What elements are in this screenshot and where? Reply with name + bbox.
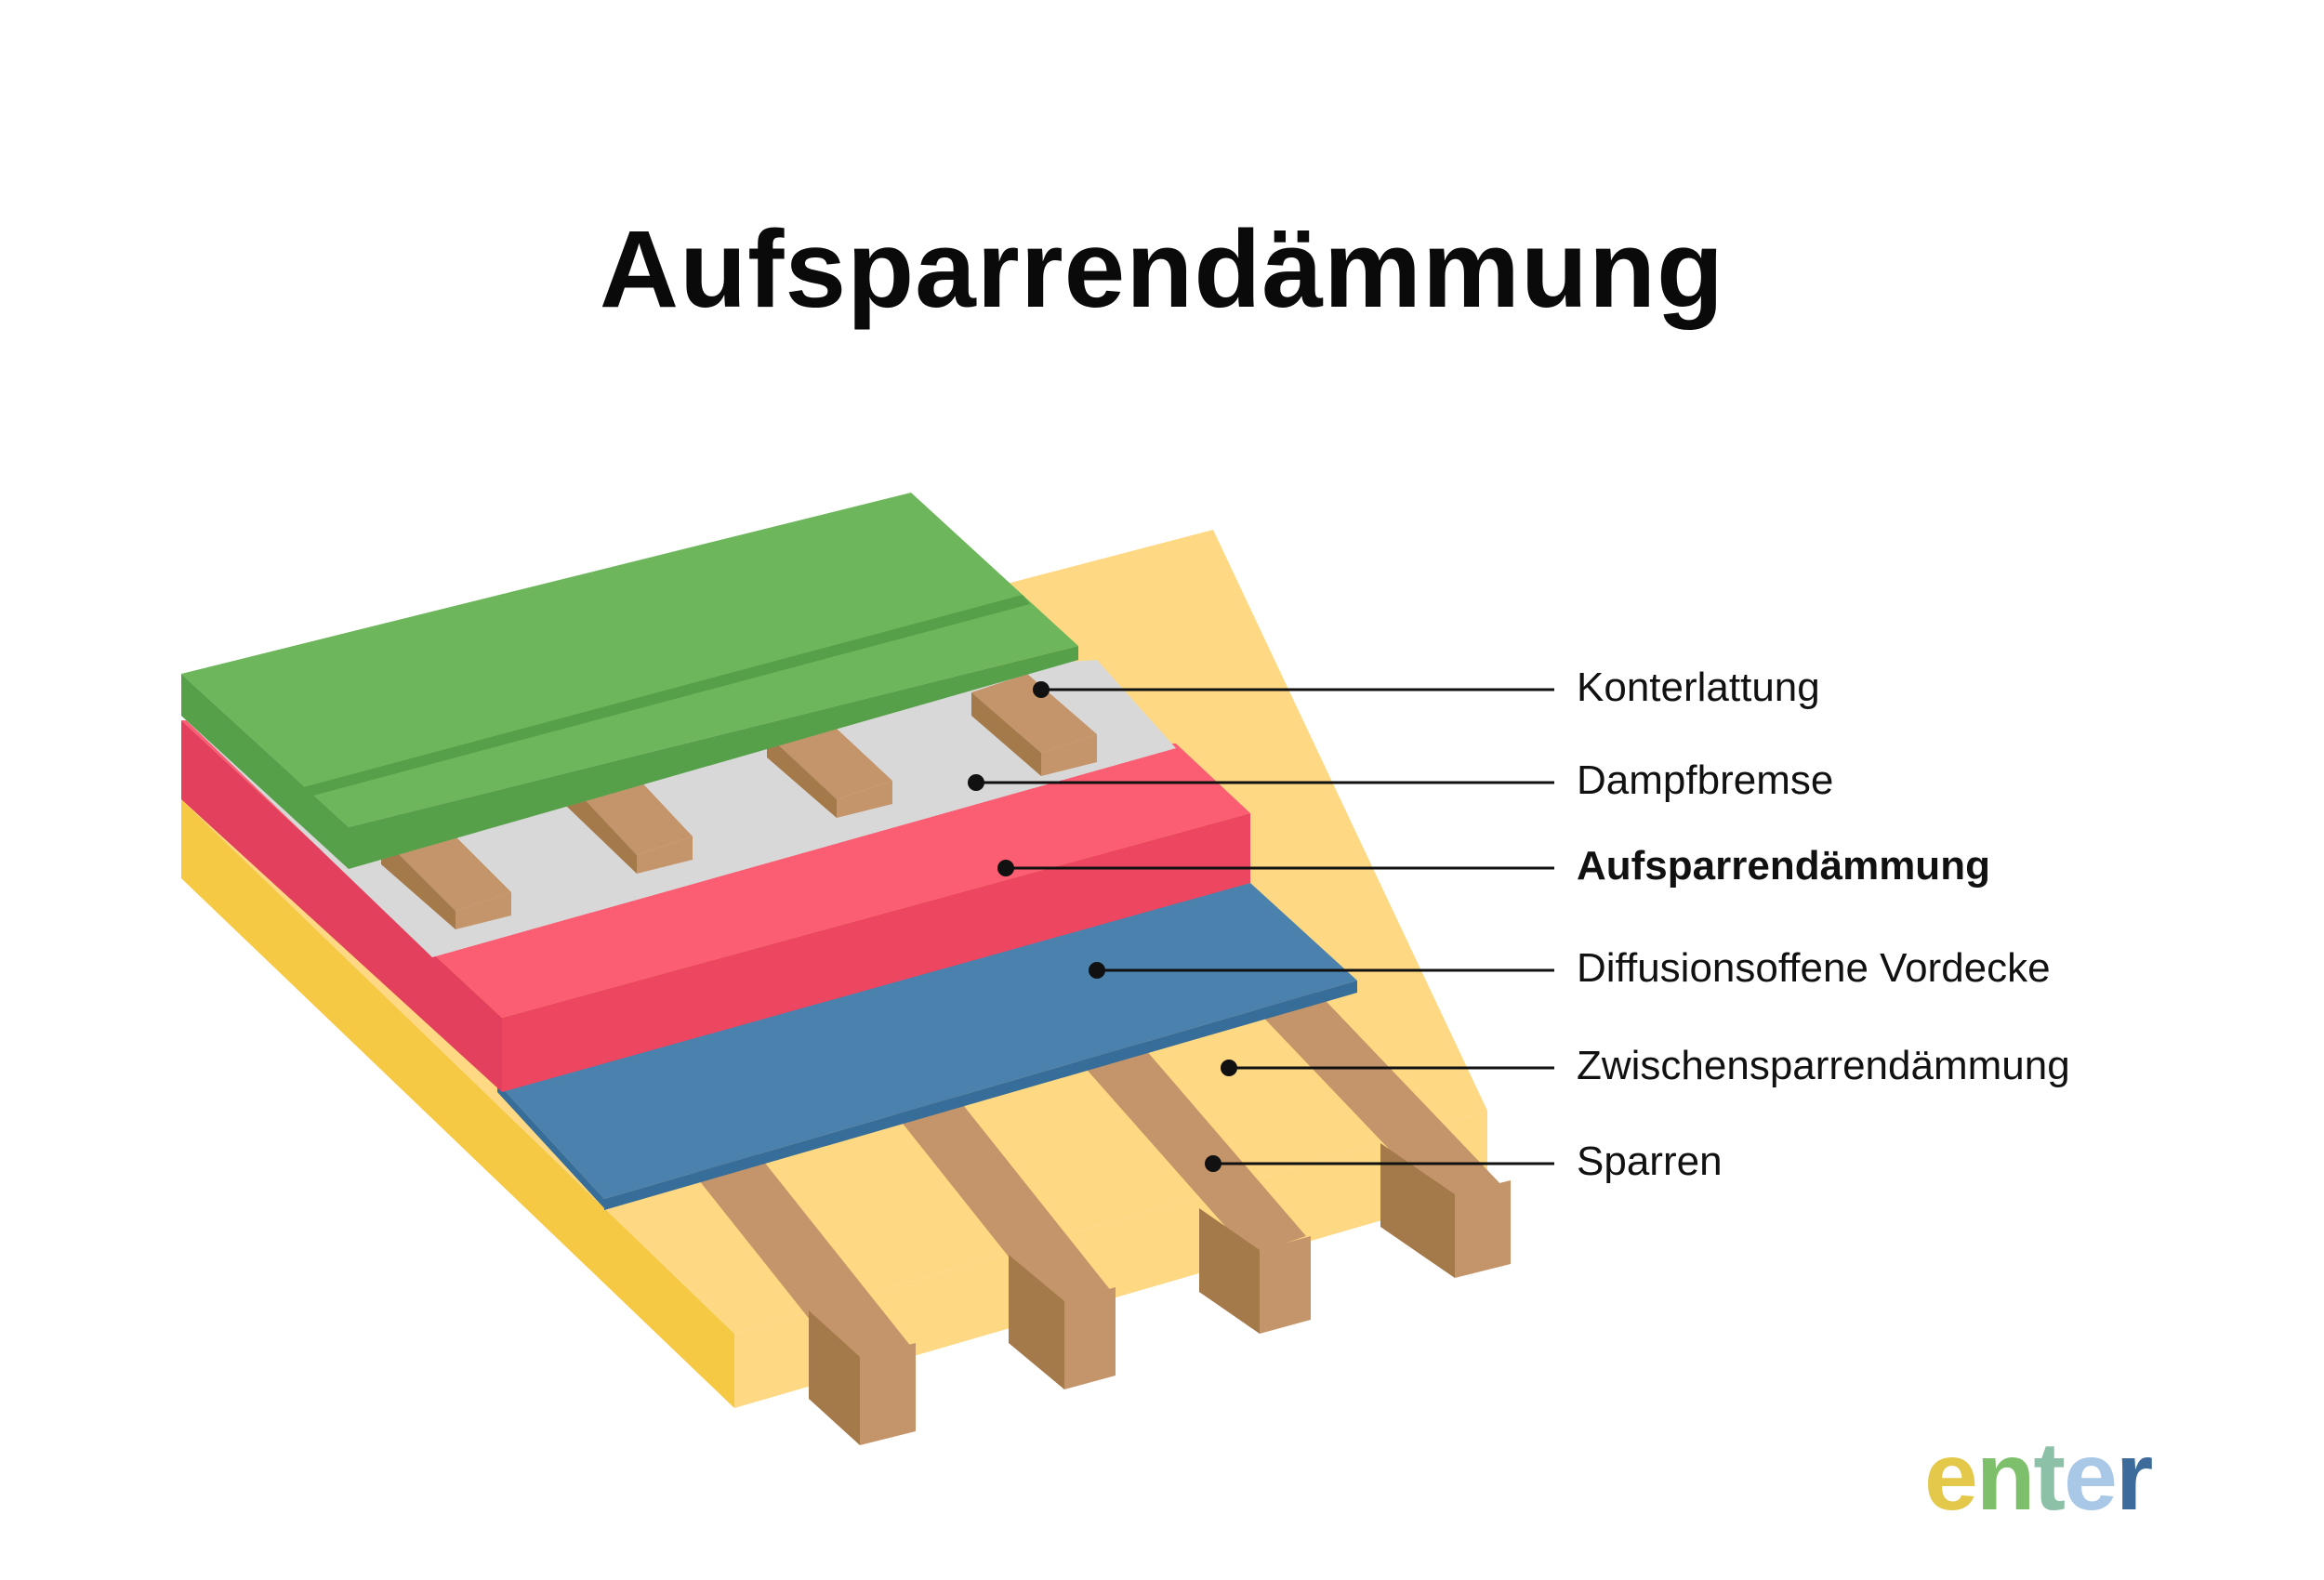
- leader-lines: [968, 681, 1554, 1172]
- label-dampfbremse: Dampfbremse: [1577, 757, 1834, 803]
- label-zwischensparrendaemmung: Zwischensparrendämmung: [1577, 1043, 2070, 1088]
- green-board-top: [181, 493, 1078, 827]
- green-board-side: [181, 674, 349, 869]
- leader-konterlattung: [1033, 681, 1554, 698]
- green-board-front: [349, 646, 1078, 869]
- logo-letter: t: [2033, 1423, 2066, 1531]
- green-board-groove: [293, 595, 1030, 799]
- counter-batten: [971, 674, 1097, 776]
- logo-letter: n: [1975, 1423, 2036, 1531]
- rafter: [688, 1148, 916, 1445]
- rafters: [688, 985, 1511, 1445]
- label-aufsparrendaemmung: Aufsparrendämmung: [1577, 843, 1990, 889]
- logo-letter: e: [2064, 1423, 2118, 1531]
- rafter: [1074, 1036, 1311, 1334]
- diagram-title: Aufsparrendämmung: [599, 208, 1725, 331]
- leader-vordecke: [1089, 962, 1554, 979]
- label-konterlattung: Konterlattung: [1577, 665, 1820, 710]
- interrafter-insulation-front: [734, 1111, 1487, 1408]
- rafter: [1250, 985, 1511, 1278]
- label-vordecke: Diffusionsoffene Vordecke: [1577, 945, 2051, 991]
- rafter: [892, 1092, 1116, 1389]
- enter-logo: enter: [1924, 1422, 2154, 1533]
- above-rafter-insulation-side: [181, 720, 502, 1092]
- counter-battens: [381, 674, 1097, 929]
- diffusion-membrane-side: [497, 1083, 604, 1208]
- logo-letter: e: [1924, 1423, 1978, 1531]
- leader-aufsparrendaemmung: [997, 860, 1554, 876]
- label-sparren: Sparren: [1577, 1139, 1723, 1184]
- leader-sparren: [1205, 1155, 1554, 1172]
- diffusion-membrane-layer: [497, 883, 1357, 1210]
- interrafter-insulation-side: [181, 799, 734, 1408]
- diffusion-membrane-top: [497, 883, 1357, 1199]
- above-rafter-insulation-front: [502, 813, 1250, 1092]
- green-top-boards: [181, 493, 1078, 869]
- logo-letter: r: [2115, 1423, 2154, 1531]
- leader-zwischensparrendaemmung: [1221, 1060, 1554, 1076]
- diffusion-membrane-front: [604, 981, 1357, 1210]
- leader-dampfbremse: [968, 774, 1554, 791]
